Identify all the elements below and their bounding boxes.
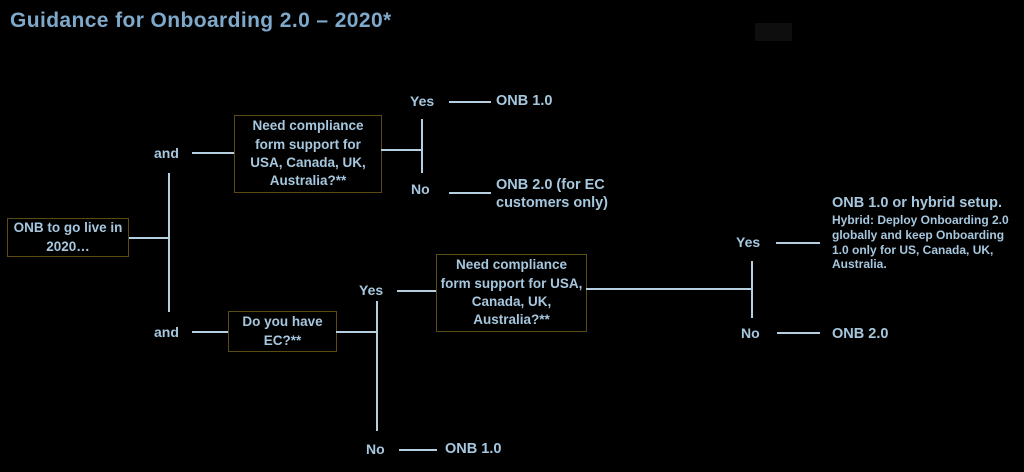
question-box-compliance-bottom: Need compliance form support for USA, Ca… bbox=[436, 254, 587, 332]
and-bottom-connector-line bbox=[192, 331, 228, 333]
right-yes-no-spine-line bbox=[751, 261, 753, 318]
outcome-hybrid-title: ONB 1.0 or hybrid setup. bbox=[832, 195, 1002, 211]
outcome-onb20-ec: ONB 2.0 (for EC customers only) bbox=[496, 177, 608, 212]
no-label-top: No bbox=[411, 181, 430, 197]
no-label-bottom: No bbox=[366, 441, 385, 457]
no-label-right: No bbox=[741, 325, 760, 341]
yes-label-right: Yes bbox=[736, 234, 761, 250]
yes-right-connector-line bbox=[776, 242, 820, 244]
question-box-ec: Do you have EC?** bbox=[228, 311, 337, 352]
outcome-hybrid-detail: Hybrid: Deploy Onboarding 2.0 globally a… bbox=[832, 213, 1009, 272]
yes-ec-connector-line bbox=[397, 290, 436, 292]
page-title: Guidance for Onboarding 2.0 – 2020* bbox=[10, 9, 392, 32]
compliance-top-out-line bbox=[381, 149, 423, 151]
root-node-box: ONB to go live in 2020… bbox=[7, 218, 129, 257]
no-top-connector-line bbox=[449, 192, 491, 194]
outcome-onb10-bottom: ONB 1.0 bbox=[445, 441, 502, 457]
yes-label-top: Yes bbox=[410, 93, 435, 109]
no-right-connector-line bbox=[777, 332, 820, 334]
no-bottom-connector-line bbox=[399, 449, 437, 451]
outcome-hybrid-block: ONB 1.0 or hybrid setup. Hybrid: Deploy … bbox=[832, 195, 1024, 272]
root-connector-line bbox=[129, 237, 170, 239]
top-yes-no-spine-line bbox=[421, 119, 423, 173]
and-top-connector-line bbox=[192, 152, 235, 154]
outcome-onb20-right: ONB 2.0 bbox=[832, 326, 889, 342]
compliance-bottom-out-line bbox=[586, 288, 753, 290]
yes-top-connector-line bbox=[449, 101, 491, 103]
and-label-bottom: and bbox=[154, 324, 179, 340]
ec-out-line bbox=[336, 331, 378, 333]
central-spine-line bbox=[168, 173, 170, 312]
and-label-top: and bbox=[154, 145, 179, 161]
faint-highlight-rectangle bbox=[755, 23, 792, 41]
yes-label-ec: Yes bbox=[359, 282, 384, 298]
question-box-compliance-top: Need compliance form support for USA, Ca… bbox=[234, 115, 382, 193]
ec-yes-no-spine-line bbox=[376, 301, 378, 431]
outcome-onb10-top: ONB 1.0 bbox=[496, 93, 553, 109]
